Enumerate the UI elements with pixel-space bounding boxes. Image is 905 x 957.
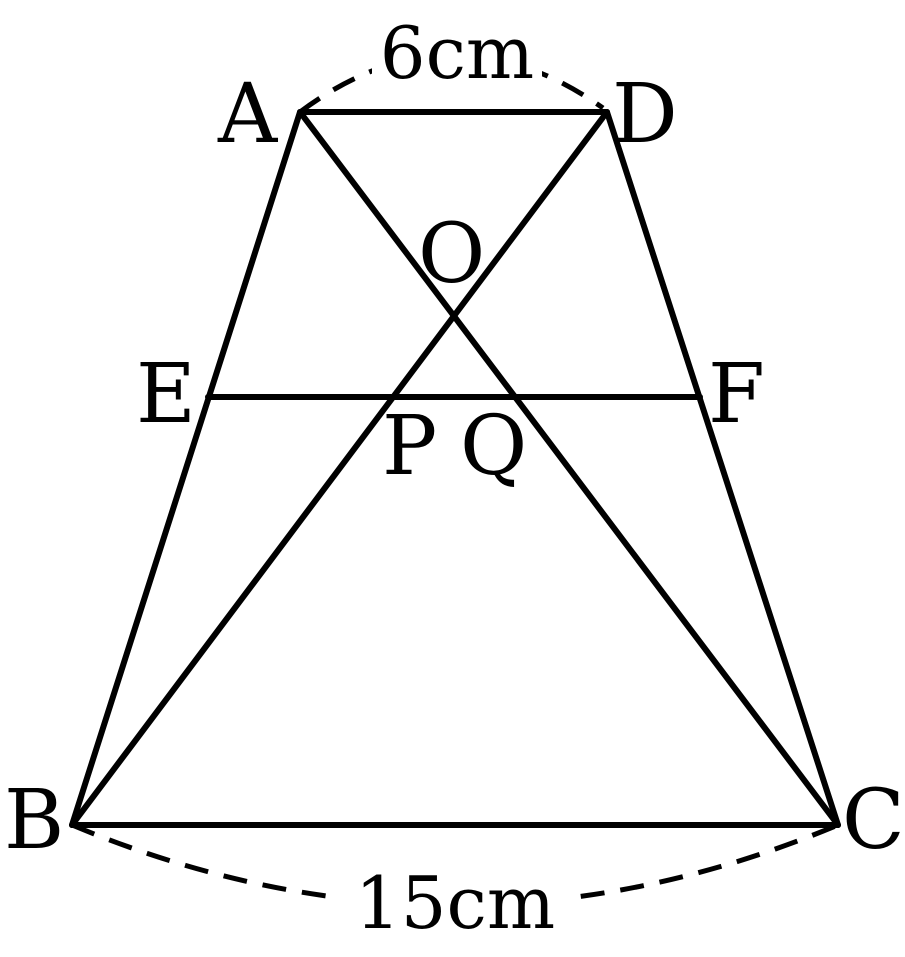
bottom-length-label: 15cm — [355, 861, 555, 945]
top-dimension-label-bg — [372, 10, 542, 88]
side-dc — [604, 109, 841, 828]
side-ab — [69, 109, 303, 828]
label-q: Q — [460, 399, 527, 494]
label-d: D — [612, 67, 678, 162]
bottom-dimension-label-bg — [340, 862, 570, 944]
label-b: B — [4, 773, 64, 868]
label-f: F — [708, 347, 765, 442]
label-e: E — [136, 347, 196, 442]
label-p: P — [382, 399, 437, 494]
label-o: O — [418, 207, 485, 302]
label-a: A — [217, 67, 279, 162]
label-c: C — [842, 773, 905, 868]
diagonal-ac — [297, 109, 841, 828]
diagonal-bd — [69, 109, 610, 828]
top-length-label: 6cm — [380, 11, 534, 95]
